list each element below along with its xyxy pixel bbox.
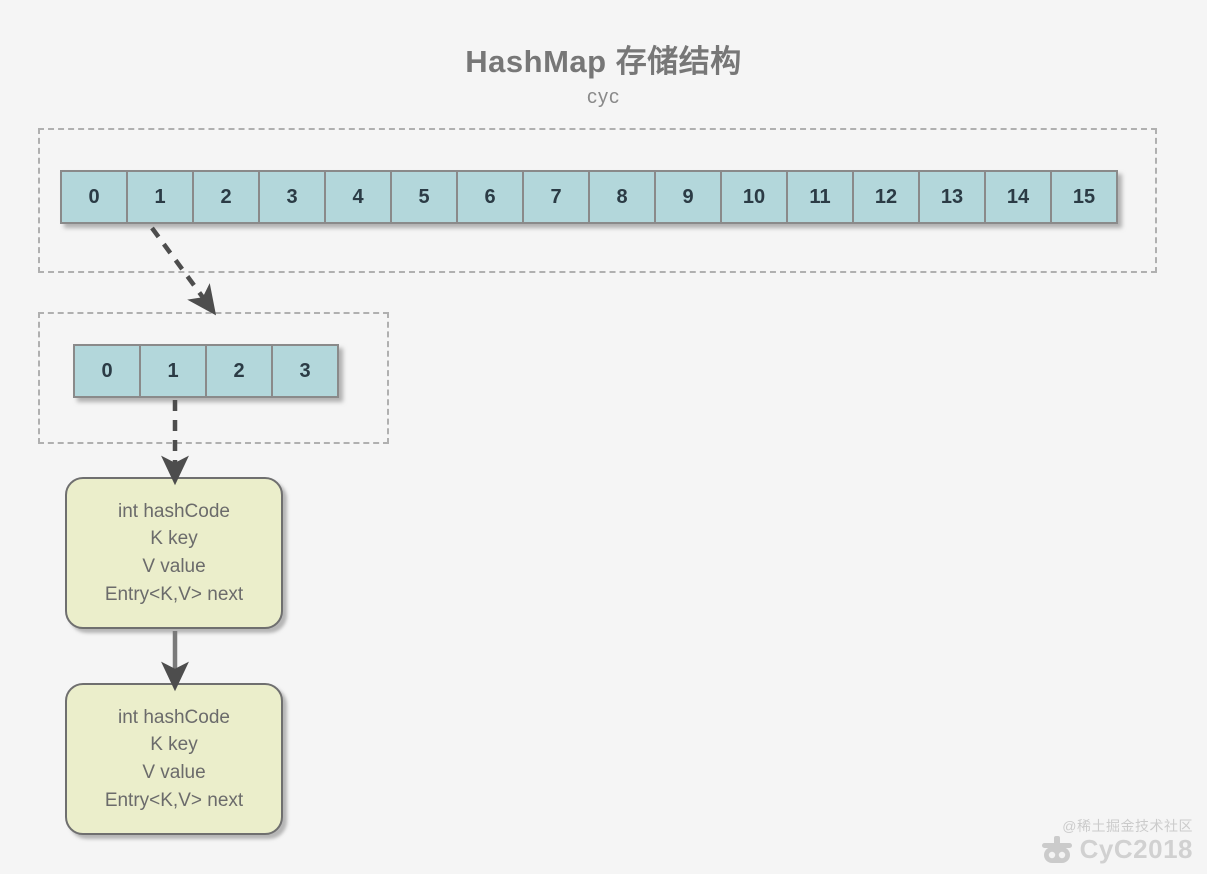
table-cell[interactable]: 6 — [456, 170, 524, 224]
entry-field-key: K key — [150, 734, 198, 756]
bucket-cell[interactable]: 1 — [139, 344, 207, 398]
entry-field-value: V value — [142, 762, 206, 783]
bucket-cell[interactable]: 0 — [73, 344, 141, 398]
watermark-community-text: @稀土掘金技术社区 — [1062, 818, 1193, 834]
table-cell[interactable]: 5 — [390, 170, 458, 224]
table-cell[interactable]: 4 — [324, 170, 392, 224]
table-cell[interactable]: 9 — [654, 170, 722, 224]
entry-field-hashcode: int hashCode — [118, 500, 230, 522]
table-cell[interactable]: 11 — [786, 170, 854, 224]
entry-node-1[interactable]: int hashCode K key V value Entry<K,V> ne… — [65, 477, 283, 629]
juejin-logo-icon — [1042, 836, 1072, 863]
table-cell[interactable]: 8 — [588, 170, 656, 224]
table-cell[interactable]: 1 — [126, 170, 194, 224]
table-cell[interactable]: 2 — [192, 170, 260, 224]
watermark-brand-text: CyC2018 — [1079, 834, 1193, 864]
page-title: HashMap 存储结构 — [465, 44, 742, 79]
entry-field-value: V value — [142, 556, 206, 577]
entry-field-key: K key — [150, 528, 198, 550]
table-cell[interactable]: 14 — [984, 170, 1052, 224]
bucket-array: 0 1 2 3 — [73, 344, 339, 398]
watermark: @稀土掘金技术社区 CyC2018 — [1019, 816, 1199, 868]
hash-table-group — [38, 128, 1157, 273]
bucket-cell[interactable]: 3 — [271, 344, 339, 398]
table-cell[interactable]: 13 — [918, 170, 986, 224]
page-subtitle: cyc — [587, 86, 620, 108]
entry-field-next: Entry<K,V> next — [104, 583, 244, 605]
table-cell[interactable]: 0 — [60, 170, 128, 224]
hash-table-array: 0 1 2 3 4 5 6 7 8 9 10 11 12 13 14 15 — [60, 170, 1118, 224]
table-cell[interactable]: 3 — [258, 170, 326, 224]
table-cell[interactable]: 10 — [720, 170, 788, 224]
bucket-cell[interactable]: 2 — [205, 344, 273, 398]
entry-field-next: Entry<K,V> next — [104, 789, 244, 811]
table-cell[interactable]: 12 — [852, 170, 920, 224]
table-cell[interactable]: 7 — [522, 170, 590, 224]
table-cell[interactable]: 15 — [1050, 170, 1118, 224]
entry-node-2[interactable]: int hashCode K key V value Entry<K,V> ne… — [65, 683, 283, 835]
entry-field-hashcode: int hashCode — [118, 706, 230, 728]
